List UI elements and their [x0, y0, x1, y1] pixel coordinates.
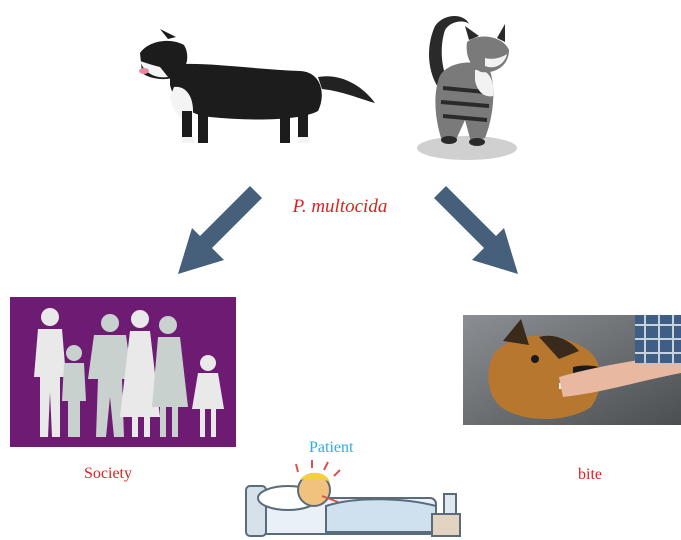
- arrow-right-icon: [434, 186, 518, 274]
- family-silhouette-image: [10, 297, 236, 447]
- society-label: Society: [84, 465, 132, 482]
- dog-bite-photo: [463, 315, 681, 425]
- patient-label: Patient: [309, 439, 354, 456]
- cat-illustration: [417, 16, 517, 160]
- pathogen-label: P. multocida: [292, 196, 388, 217]
- arrow-left-icon: [178, 186, 262, 274]
- dog-illustration: [139, 29, 375, 143]
- sick-patient-illustration: [245, 460, 461, 537]
- bite-label: bite: [578, 466, 602, 483]
